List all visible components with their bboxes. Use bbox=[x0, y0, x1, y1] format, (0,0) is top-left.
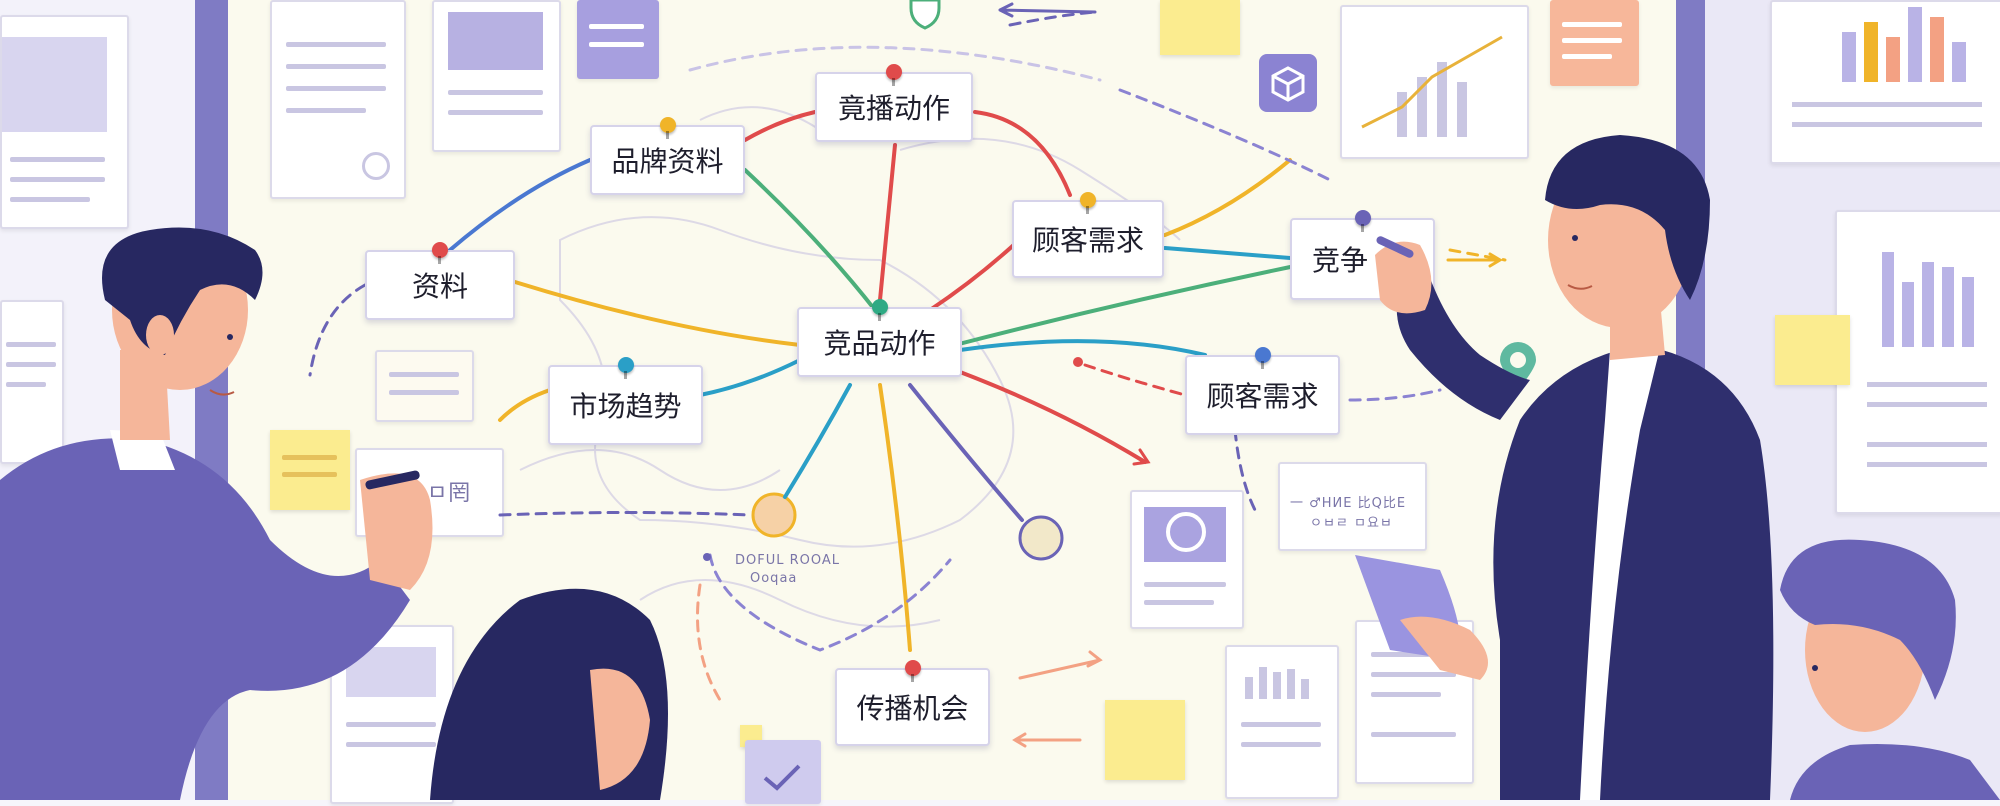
pushpin-icon bbox=[1354, 210, 1371, 232]
map-small-line1: DOFUL ROOAL bbox=[735, 553, 841, 568]
action-top-label: 竟播动作 bbox=[837, 92, 950, 125]
board-chart-doc bbox=[1340, 5, 1529, 159]
person-right-boy bbox=[1780, 539, 2000, 800]
board-doc-3 bbox=[577, 0, 659, 79]
pushpin-icon bbox=[886, 64, 902, 86]
pushpin-icon bbox=[659, 117, 676, 139]
sticky-note-bottom bbox=[1105, 700, 1185, 780]
person-left bbox=[0, 227, 433, 800]
person-girl bbox=[430, 588, 668, 800]
board-doc-bottom-mid bbox=[1225, 645, 1339, 799]
spread-opportunity-label: 传播机会 bbox=[856, 692, 969, 725]
card-left-scribble: ㅁ罔 bbox=[427, 481, 472, 506]
center-node-label: 竞品动作 bbox=[823, 327, 936, 360]
competition-label: 竞争 bbox=[1312, 244, 1369, 277]
pushpin-icon bbox=[432, 242, 448, 264]
photo-icon bbox=[1166, 512, 1206, 552]
market-trends-label: 市场趋势 bbox=[569, 390, 682, 423]
node-action-top[interactable]: 竟播动作 bbox=[815, 64, 973, 142]
brand-node-label: 品牌资料 bbox=[611, 145, 724, 178]
check-icon bbox=[763, 764, 801, 791]
shield-icon bbox=[909, 0, 941, 30]
map-small-line2: Ooqaa bbox=[750, 571, 798, 586]
sticky-note-right-wall bbox=[1775, 315, 1850, 385]
check-card bbox=[745, 740, 821, 804]
mindmap-center-node[interactable]: 竞品动作 bbox=[797, 299, 962, 377]
node-brand-materials[interactable]: 品牌资料 bbox=[590, 117, 745, 195]
board-doc-2 bbox=[432, 0, 561, 152]
sticky-note-top bbox=[1160, 0, 1240, 55]
pushpin-icon bbox=[871, 299, 888, 321]
node-materials[interactable]: 资料 bbox=[365, 242, 515, 320]
pushpin-icon bbox=[1254, 347, 1271, 369]
person-right bbox=[1355, 135, 1774, 800]
pushpin-icon bbox=[904, 660, 921, 682]
orange-node-circle bbox=[751, 492, 797, 538]
pushpin-icon bbox=[617, 357, 634, 379]
sticky-note-left bbox=[270, 430, 350, 510]
photo-card bbox=[1130, 490, 1244, 629]
board-note-left bbox=[375, 350, 474, 422]
box-icon bbox=[1259, 54, 1317, 112]
card-right-line1: 一 ♂HИE 比Q比E bbox=[1290, 496, 1407, 511]
customer-needs-top-label: 顾客需求 bbox=[1031, 224, 1144, 257]
wall-chart-top-right bbox=[1770, 0, 2000, 164]
purple-node-circle bbox=[1018, 515, 1064, 561]
board-doc-1 bbox=[270, 0, 406, 199]
node-customer-needs-mid[interactable]: 顾客需求 bbox=[1185, 347, 1340, 435]
node-market-trends[interactable]: 市场趋势 bbox=[548, 357, 703, 445]
node-customer-needs-top[interactable]: 顾客需求 bbox=[1012, 192, 1164, 278]
wall-doc-left-mid bbox=[0, 300, 64, 464]
customer-needs-mid-label: 顾客需求 bbox=[1206, 380, 1319, 413]
board-card-right: 一 ♂HИE 比Q比E ㅇㅂㄹ ㅁ요ㅂ bbox=[1278, 462, 1427, 551]
pushpin-icon bbox=[1080, 192, 1096, 214]
node-spread-opportunity[interactable]: 传播机会 bbox=[835, 660, 990, 746]
materials-label: 资料 bbox=[411, 270, 468, 303]
board-doc-orange bbox=[1550, 0, 1639, 86]
card-right-line2: ㅇㅂㄹ ㅁ요ㅂ bbox=[1310, 516, 1393, 531]
wall-doc-left-top bbox=[0, 15, 129, 229]
